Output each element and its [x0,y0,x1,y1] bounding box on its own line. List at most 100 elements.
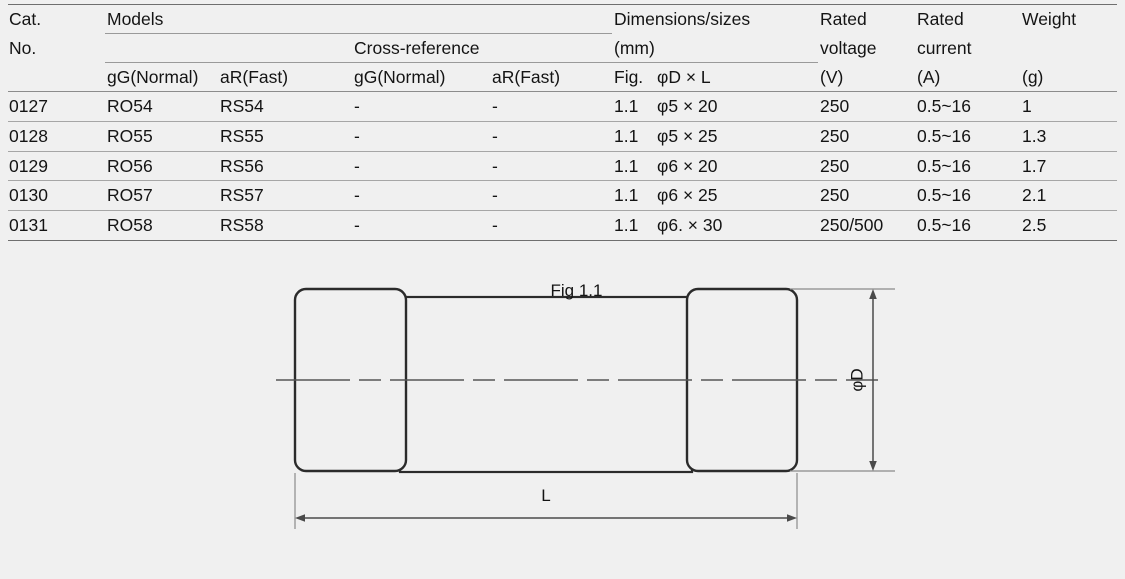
cell-rated-voltage: 250/500 [818,210,915,240]
cell-models-gg: RO55 [105,120,218,152]
subheader-dim-label: φD × L [657,67,711,87]
cell-weight: 2.1 [1020,180,1117,211]
diameter-dimension: φD [790,288,895,472]
header-dimensions-group: Dimensions/sizes [612,4,818,34]
header-dimensions-unit: (mm) [612,34,818,63]
specification-table: Cat. Models Dimensions/sizes Rated Rated… [8,4,1117,241]
header-models-spacer [105,33,352,63]
cell-xref-ar: - [490,210,612,240]
header-rated-current-line2: current [915,34,1020,63]
cell-dimension: φ5 × 25 [655,120,818,152]
subheader-current-unit-label: (A) [917,66,941,87]
subheader-xref-gg-label: gG(Normal) [354,67,446,87]
cell-rated-current: 0.5~16 [915,210,1020,240]
cell-weight: 2.5 [1020,210,1117,240]
cell-cat-no: 0130 [8,180,105,211]
header-dimensions-unit-label: (mm) [614,37,655,58]
figure-caption-container: Fig 1.1 [0,281,1125,301]
subheader-models-gg: gG(Normal) [105,62,218,92]
header-models-group: Models [105,4,612,34]
header-cross-reference-label: Cross-reference [354,38,480,58]
cell-weight: 1.7 [1020,150,1117,181]
cell-fig: 1.1 [612,210,655,240]
subheader-models-ar-label: aR(Fast) [220,67,289,87]
subheader-xref-ar-label: aR(Fast) [492,67,561,87]
cell-dimension: φ5 × 20 [655,91,818,122]
header-cat-no-line2: No. [8,34,105,63]
header-rated-voltage-label2: voltage [820,37,877,58]
cell-rated-current: 0.5~16 [915,150,1020,181]
header-rated-voltage-line1: Rated [818,4,915,34]
header-rated-current-line1: Rated [915,4,1020,34]
cell-dimension: φ6 × 25 [655,180,818,211]
cell-rated-voltage: 250 [818,120,915,152]
cell-rated-voltage: 250 [818,150,915,181]
cell-models-ar: RS57 [218,180,352,211]
cell-rated-current: 0.5~16 [915,120,1020,152]
cell-xref-gg: - [352,210,490,240]
subheader-models-gg-label: gG(Normal) [107,67,199,87]
cell-rated-current: 0.5~16 [915,91,1020,122]
cell-xref-ar: - [490,150,612,181]
cell-xref-gg: - [352,120,490,152]
fuse-dimension-drawing: φD L [0,258,1125,579]
cell-models-gg: RO57 [105,180,218,211]
subheader-xref-gg: gG(Normal) [352,62,490,92]
cell-models-ar: RS55 [218,120,352,152]
cell-xref-gg: - [352,91,490,122]
cell-xref-gg: - [352,150,490,181]
header-rated-voltage-line2: voltage [818,34,915,63]
header-cat-no-line1: Cat. [8,4,105,34]
subheader-cat-spacer [8,63,105,92]
cell-weight: 1 [1020,91,1117,122]
header-row-2: No. Cross-reference (mm) voltage current [8,33,1117,63]
cell-rated-current: 0.5~16 [915,180,1020,211]
header-row-1: Cat. Models Dimensions/sizes Rated Rated… [8,4,1117,34]
header-weight-spacer [1020,34,1117,63]
header-models-label: Models [107,9,164,29]
cell-xref-ar: - [490,180,612,211]
cell-fig: 1.1 [612,120,655,152]
cell-cat-no: 0127 [8,91,105,122]
header-weight: Weight [1020,4,1117,34]
figure-caption: Fig 1.1 [550,281,603,300]
header-rated-voltage-label1: Rated [820,9,867,29]
table-bottom-rule [8,239,1117,241]
subheader-models-ar: aR(Fast) [218,62,352,92]
header-rated-current-label2: current [917,37,972,58]
cell-xref-gg: - [352,180,490,211]
cell-models-gg: RO56 [105,150,218,181]
cell-xref-ar: - [490,91,612,122]
subheader-xref-ar: aR(Fast) [490,62,612,92]
subheader-weight-unit: (g) [1020,63,1117,92]
cell-fig: 1.1 [612,150,655,181]
length-dimension-label: L [541,486,550,505]
header-rated-current-label1: Rated [917,9,964,29]
cell-dimension: φ6. × 30 [655,210,818,240]
header-cat-label: Cat. [9,9,42,29]
header-no-label: No. [9,37,37,58]
header-cross-reference-group: Cross-reference [352,33,612,63]
cell-models-gg: RO54 [105,91,218,122]
subheader-weight-unit-label: (g) [1022,66,1044,87]
subheader-voltage-unit: (V) [818,63,915,92]
header-dimensions-label: Dimensions/sizes [614,9,751,29]
subheader-dim: φD × L [655,62,818,92]
length-dimension: L [294,473,798,529]
cell-rated-voltage: 250 [818,180,915,211]
cell-fig: 1.1 [612,180,655,211]
subheader-voltage-unit-label: (V) [820,66,844,87]
cell-xref-ar: - [490,120,612,152]
subheader-current-unit: (A) [915,63,1020,92]
subheader-fig-label: Fig. [614,67,644,87]
header-row-3: gG(Normal) aR(Fast) gG(Normal) aR(Fast) … [8,62,1117,92]
cell-models-ar: RS54 [218,91,352,122]
cell-models-ar: RS56 [218,150,352,181]
fuse-body-tube [398,295,694,474]
